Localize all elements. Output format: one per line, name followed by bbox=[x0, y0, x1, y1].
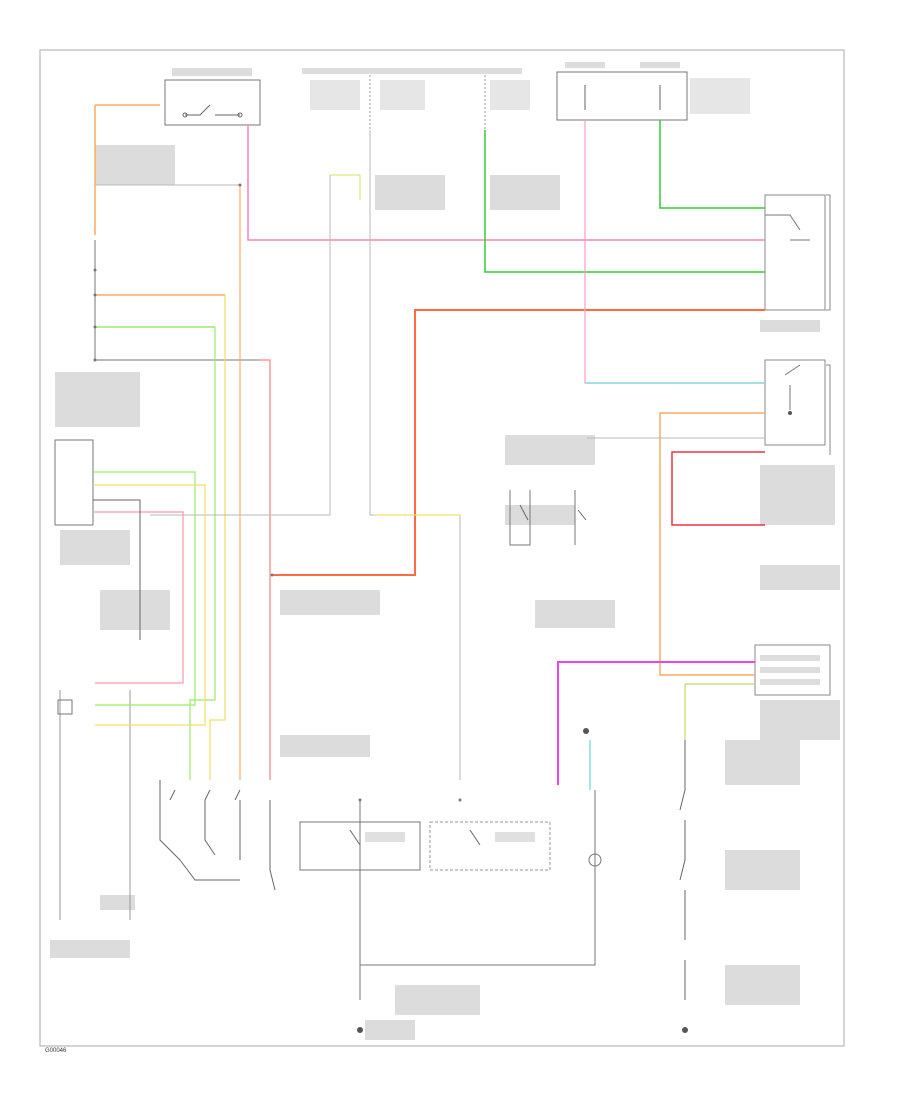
wire-pink-center bbox=[260, 359, 271, 780]
wire-orange-left bbox=[94, 104, 160, 235]
wire-gray-left-to-center bbox=[150, 175, 331, 516]
wire-module-pink bbox=[93, 511, 184, 684]
clutch-switch-relay bbox=[764, 359, 831, 455]
clutch-indicator-bulb bbox=[588, 853, 602, 867]
wire-red-right bbox=[671, 451, 765, 526]
blower-switch-module bbox=[54, 439, 94, 526]
selector-switch-contacts bbox=[159, 780, 276, 891]
top-left-relay-box bbox=[164, 68, 261, 126]
ground-symbols bbox=[357, 411, 792, 1033]
wire-pink-blower bbox=[247, 125, 765, 241]
wire-yellowgreen-fuse bbox=[330, 174, 361, 200]
wire-yellow-down bbox=[209, 295, 226, 780]
wire-module-dark bbox=[93, 499, 141, 640]
wire-magenta bbox=[557, 661, 755, 785]
top-right-relay-box bbox=[556, 62, 750, 121]
pressure-switch-center bbox=[509, 490, 587, 546]
wire-lgreen-down bbox=[189, 327, 216, 780]
wire-module-green bbox=[93, 471, 196, 706]
wire-redorange-main bbox=[272, 309, 765, 576]
wire-left-bus bbox=[94, 240, 260, 361]
wire-yellowgreen-right bbox=[684, 683, 755, 740]
top-center-fuse-block bbox=[302, 68, 530, 130]
ac-control-switches bbox=[299, 821, 551, 871]
label-blocks bbox=[50, 145, 840, 1040]
wire-pink-relay-right bbox=[584, 120, 765, 384]
diagram-frame bbox=[39, 49, 845, 1047]
diagram-reference: G00046 bbox=[45, 1048, 67, 1054]
blower-motor-relay bbox=[764, 194, 831, 311]
wire-orange-right bbox=[659, 412, 765, 676]
right-pressure-switches bbox=[679, 740, 686, 1000]
wire-green-fuse bbox=[484, 130, 765, 273]
connector-dots bbox=[93, 183, 462, 802]
wire-module-yellow bbox=[93, 484, 206, 726]
wire-green-relay bbox=[659, 120, 765, 209]
powertrain-module-box bbox=[754, 644, 831, 696]
function-selector-switch bbox=[57, 690, 131, 920]
wire-center-lower-bottom bbox=[360, 790, 596, 966]
